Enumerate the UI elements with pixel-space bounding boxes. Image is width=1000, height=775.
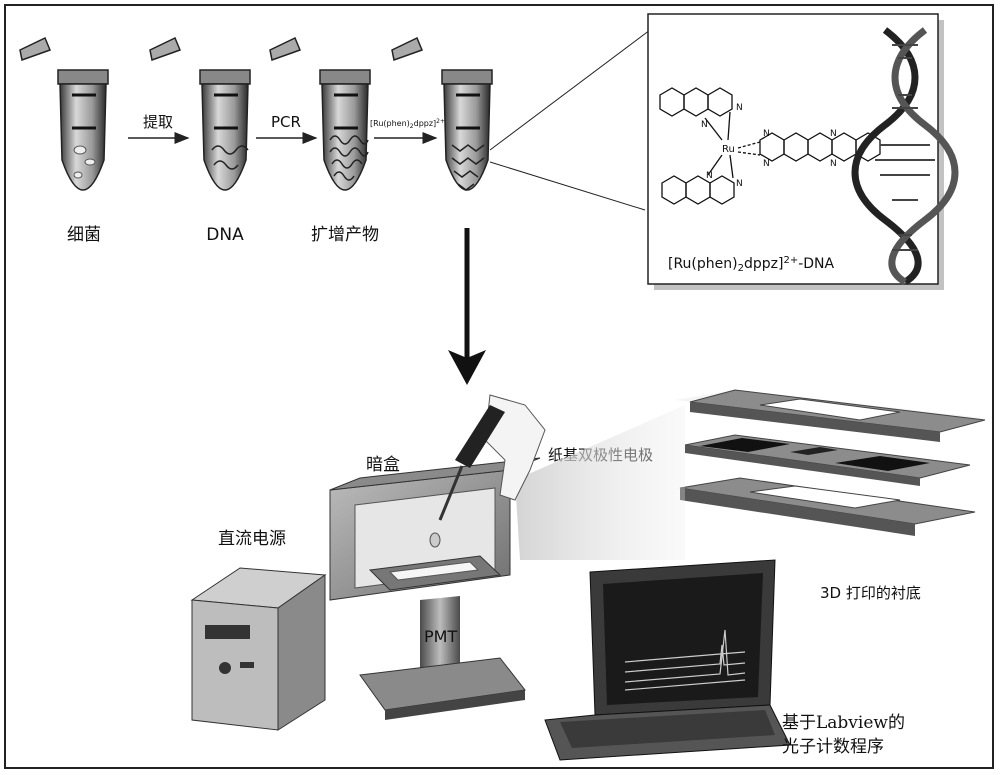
dna-label: DNA: [206, 225, 244, 245]
callout-line-top: [489, 29, 651, 151]
dark-box-label: 暗盒: [366, 455, 400, 475]
pipette-hand: [429, 394, 546, 548]
down-arrow-head: [448, 350, 486, 385]
complex-arrow-label: [Ru(phen)2dppz]2+: [370, 118, 445, 130]
dna-helix-graphic: [851, 27, 959, 285]
power-label: 直流电源: [218, 529, 286, 549]
ru-complex-structure: [659, 87, 881, 205]
dc-power-supply: [190, 567, 327, 731]
tube-product: [269, 36, 371, 191]
dark-box: [329, 457, 541, 720]
n-label-7: N: [830, 129, 837, 139]
pcr-label: PCR: [271, 113, 301, 131]
software-label-line1: 基于Labview的: [782, 713, 905, 733]
extract-label: 提取: [143, 113, 173, 131]
n-label-1: N: [701, 120, 708, 130]
software-label-line2: 光子计数程序: [782, 737, 884, 757]
product-label: 扩增产物: [311, 225, 379, 245]
bacteria-label: 细菌: [67, 225, 101, 245]
tube-complex: [391, 36, 493, 191]
pmt-label: PMT: [424, 627, 457, 646]
tube-dna: [149, 36, 251, 191]
laptop: [544, 559, 791, 761]
n-label-6: N: [763, 159, 770, 169]
substrate-label: 3D 打印的衬底: [820, 584, 921, 602]
electrode-stack: [675, 389, 986, 536]
ru-atom-label: Ru: [722, 144, 735, 155]
n-label-4: N: [736, 179, 743, 189]
callout-line-bottom: [489, 161, 646, 211]
n-label-5: N: [763, 129, 770, 139]
magnification-cone: [515, 405, 685, 560]
n-label-2: N: [736, 103, 743, 113]
tube-bacteria: [19, 36, 109, 191]
n-label-3: N: [706, 171, 713, 181]
n-label-8: N: [830, 159, 837, 169]
inset-caption: [Ru(phen)2dppz]2+-DNA: [668, 255, 835, 274]
